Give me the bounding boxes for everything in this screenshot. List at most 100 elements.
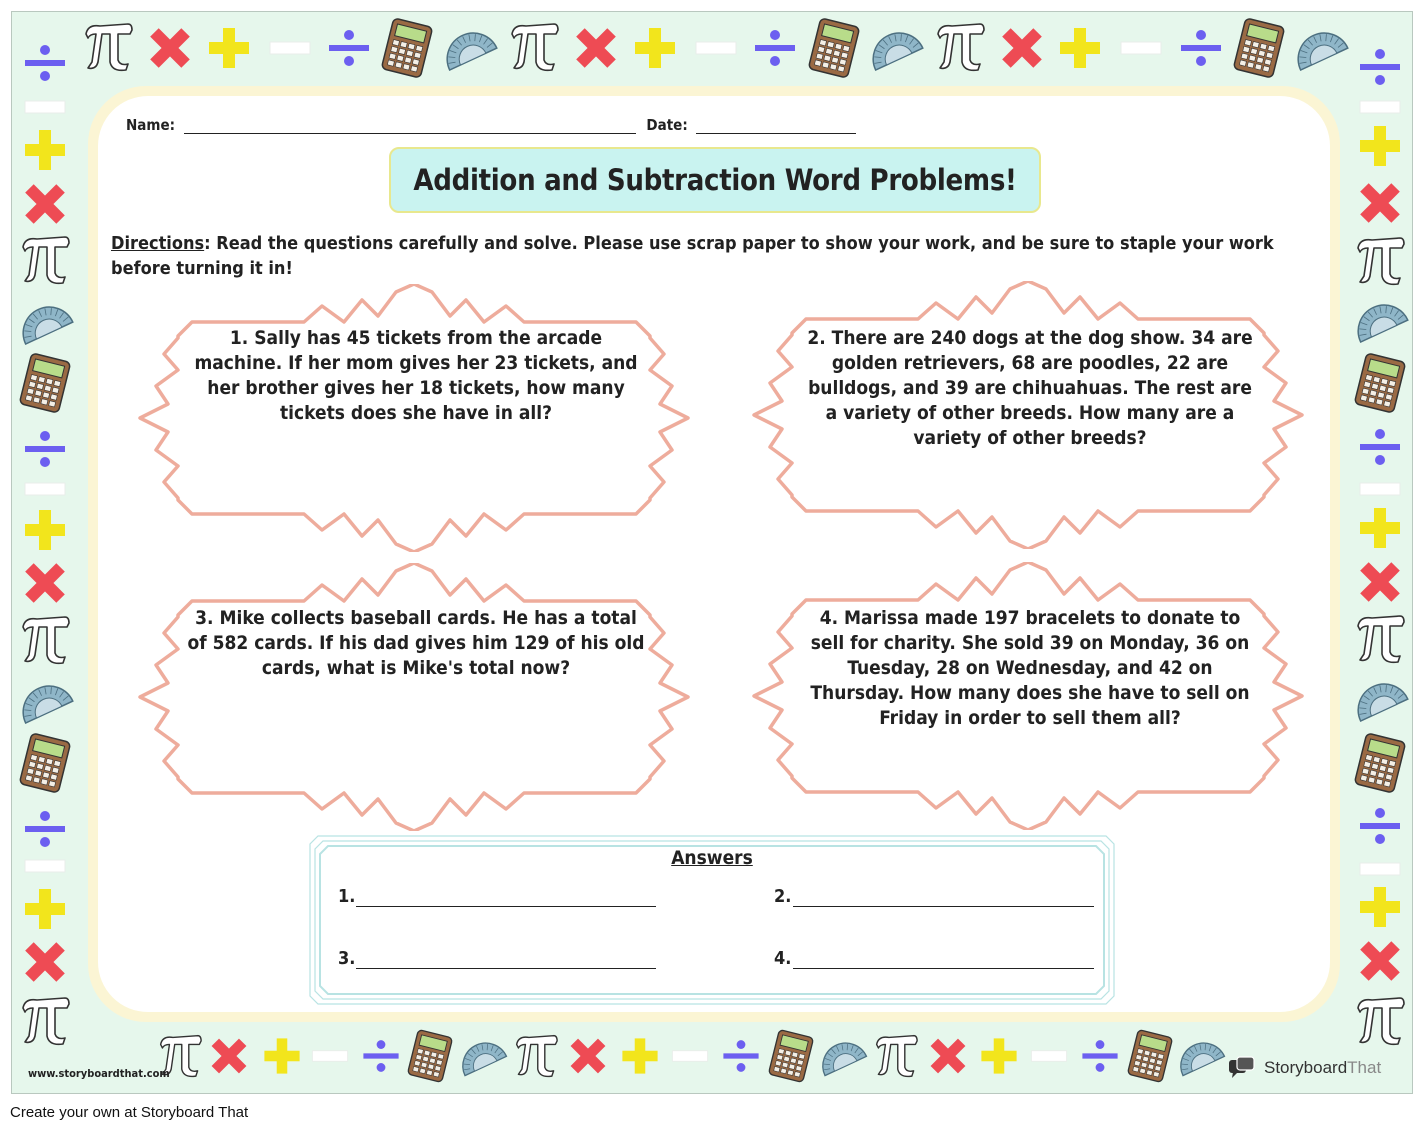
question-2-text: 2. There are 240 dogs at the dog show. 3… <box>807 327 1253 449</box>
times-icon <box>25 563 65 603</box>
calculator-icon <box>381 18 433 78</box>
plus-icon <box>25 510 65 550</box>
math-symbol-border <box>19 18 1409 1083</box>
question-2-burst-frame <box>752 281 1304 549</box>
answer-4-label: 4. <box>774 948 792 969</box>
minus-icon <box>269 41 311 55</box>
minus-icon <box>24 482 66 496</box>
calculator-icon <box>1127 1029 1173 1083</box>
worksheet-title: Addition and Subtraction Word Problems! <box>413 163 1017 197</box>
divide-icon <box>329 30 369 66</box>
minus-icon <box>671 1050 709 1062</box>
plus-icon <box>635 28 675 68</box>
divide-icon <box>25 45 65 81</box>
question-4-text: 4. Marissa made 197 bracelets to donate … <box>810 607 1250 729</box>
name-date-row: Name: Date: <box>126 116 857 134</box>
plus-icon <box>1360 126 1400 166</box>
pi-icon <box>1357 997 1405 1046</box>
answer-3-line[interactable] <box>356 968 656 969</box>
calculator-icon <box>19 733 71 793</box>
pi-icon <box>85 23 133 72</box>
plus-icon <box>264 1038 300 1074</box>
pi-icon <box>22 236 70 285</box>
plus-icon <box>1360 508 1400 548</box>
minus-icon <box>1359 482 1401 496</box>
calculator-icon <box>768 1029 814 1083</box>
answer-2-label: 2. <box>774 886 792 907</box>
directions-text: : Read the questions carefully and solve… <box>111 233 1274 279</box>
times-icon <box>211 1038 247 1074</box>
answers-box-frame <box>309 835 1115 1005</box>
question-4-burst-frame <box>752 562 1304 830</box>
date-label: Date: <box>646 116 688 134</box>
watermark-url[interactable]: www.storyboardthat.com <box>28 1067 170 1080</box>
divide-icon <box>1181 30 1221 66</box>
name-label: Name: <box>126 116 176 134</box>
protractor-icon <box>822 1042 868 1077</box>
divide-icon <box>755 30 795 66</box>
calculator-icon <box>1354 733 1406 793</box>
divide-icon <box>1360 429 1400 465</box>
times-icon <box>1360 941 1400 981</box>
answer-2-line[interactable] <box>793 906 1094 907</box>
question-3-text: 3. Mike collects baseball cards. He has … <box>187 607 645 679</box>
plus-icon <box>209 28 249 68</box>
minus-icon <box>695 41 737 55</box>
pi-icon <box>515 1034 558 1078</box>
storyboardthat-logo[interactable]: StoryboardThat <box>1228 1056 1381 1080</box>
directions: Directions: Read the questions carefully… <box>111 231 1306 281</box>
minus-icon <box>24 100 66 114</box>
divide-icon <box>723 1040 759 1072</box>
protractor-icon <box>1180 1042 1226 1077</box>
plus-icon <box>1060 28 1100 68</box>
question-1-text: 1. Sally has 45 tickets from the arcade … <box>194 327 638 424</box>
plus-icon <box>25 889 65 929</box>
times-icon <box>25 184 65 224</box>
pi-icon <box>22 997 70 1046</box>
answer-1-line[interactable] <box>356 906 656 907</box>
name-blank-line[interactable] <box>183 121 636 134</box>
times-icon <box>930 1038 966 1074</box>
pi-icon <box>937 23 985 72</box>
pi-icon <box>511 23 559 72</box>
times-icon <box>576 28 616 68</box>
protractor-icon <box>1357 683 1409 723</box>
pi-icon <box>1357 615 1405 664</box>
protractor-icon <box>22 306 74 346</box>
calculator-icon <box>1354 353 1406 413</box>
divide-icon <box>25 431 65 467</box>
plus-icon <box>25 130 65 170</box>
plus-icon <box>981 1038 1017 1074</box>
footer-credit[interactable]: Create your own at Storyboard That <box>10 1104 249 1121</box>
pi-icon <box>22 616 70 665</box>
plus-icon <box>622 1038 658 1074</box>
protractor-icon <box>462 1042 508 1077</box>
divide-icon <box>363 1040 399 1072</box>
answer-1-label: 1. <box>338 886 356 907</box>
times-icon <box>570 1038 606 1074</box>
divide-icon <box>25 811 65 847</box>
minus-icon <box>311 1050 349 1062</box>
pi-icon <box>1357 237 1405 286</box>
plus-icon <box>1360 887 1400 927</box>
date-blank-line[interactable] <box>696 121 857 134</box>
times-icon <box>150 28 190 68</box>
answers-title: Answers <box>671 847 753 869</box>
directions-label: Directions <box>111 233 205 254</box>
minus-icon <box>1030 1050 1068 1062</box>
minus-icon <box>1359 862 1401 876</box>
minus-icon <box>1120 41 1162 55</box>
protractor-icon <box>22 685 74 725</box>
brand-name: StoryboardThat <box>1264 1058 1382 1077</box>
calculator-icon <box>19 353 71 413</box>
divide-icon <box>1082 1040 1118 1072</box>
protractor-icon <box>1357 304 1409 344</box>
protractor-icon <box>872 32 924 72</box>
minus-icon <box>24 859 66 873</box>
pi-icon <box>875 1034 918 1078</box>
answer-4-line[interactable] <box>793 968 1094 969</box>
speech-bubbles-icon <box>1229 1056 1255 1078</box>
answer-3-label: 3. <box>338 948 356 969</box>
times-icon <box>1360 183 1400 223</box>
times-icon <box>25 942 65 982</box>
